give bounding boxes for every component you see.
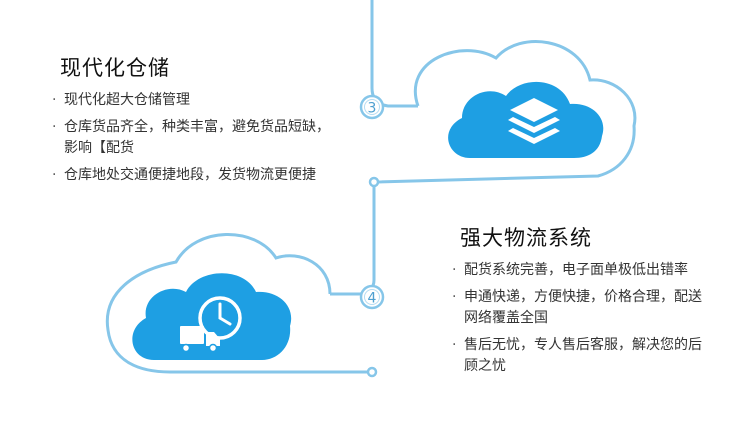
list-item: ·现代化超大仓储管理: [52, 90, 342, 111]
warehouse-section: 现代化仓储 ·现代化超大仓储管理 ·仓库货品齐全，种类丰富，避免货品短缺，影响【…: [52, 52, 342, 192]
section-title: 现代化仓储: [60, 56, 170, 80]
step-3-number: 3: [368, 101, 377, 117]
bullet-icon: ·: [52, 119, 57, 135]
cloud-logistics: [132, 273, 292, 360]
delivery-truck-icon: [180, 326, 220, 353]
step-4-number: 4: [368, 291, 377, 307]
clock-icon: [198, 296, 242, 340]
bullet-icon: ·: [452, 289, 457, 305]
list-item: ·售后无忧，专人售后客服，解决您的后顾之忧: [452, 337, 702, 374]
cloud-warehouse: [448, 81, 604, 158]
step-4-badge: 4: [359, 284, 385, 310]
list-item: ·仓库货品齐全，种类丰富，避免货品短缺，影响【配货: [52, 119, 330, 156]
bullet-icon: ·: [452, 337, 457, 353]
step-3-badge: 3: [359, 94, 385, 120]
bullet-icon: ·: [452, 262, 457, 278]
feature-list: ·现代化超大仓储管理 ·仓库货品齐全，种类丰富，避免货品短缺，影响【配货 ·仓库…: [52, 90, 342, 186]
list-item: ·仓库地处交通便捷地段，发货物流更便捷: [52, 165, 342, 186]
bullet-icon: ·: [52, 92, 57, 108]
list-item: ·申通快递，方便快捷，价格合理，配送网络覆盖全国: [452, 289, 702, 326]
layers-icon: [508, 98, 560, 144]
feature-list: ·配货系统完善，电子面单极低出错率 ·申通快递，方便快捷，价格合理，配送网络覆盖…: [452, 260, 714, 377]
list-item: ·配货系统完善，电子面单极低出错率: [452, 260, 714, 281]
section-title: 强大物流系统: [460, 226, 592, 250]
bullet-icon: ·: [52, 167, 57, 183]
logistics-section: 强大物流系统 ·配货系统完善，电子面单极低出错率 ·申通快递，方便快捷，价格合理…: [452, 222, 714, 383]
timeline-nodes: [366, 176, 380, 378]
